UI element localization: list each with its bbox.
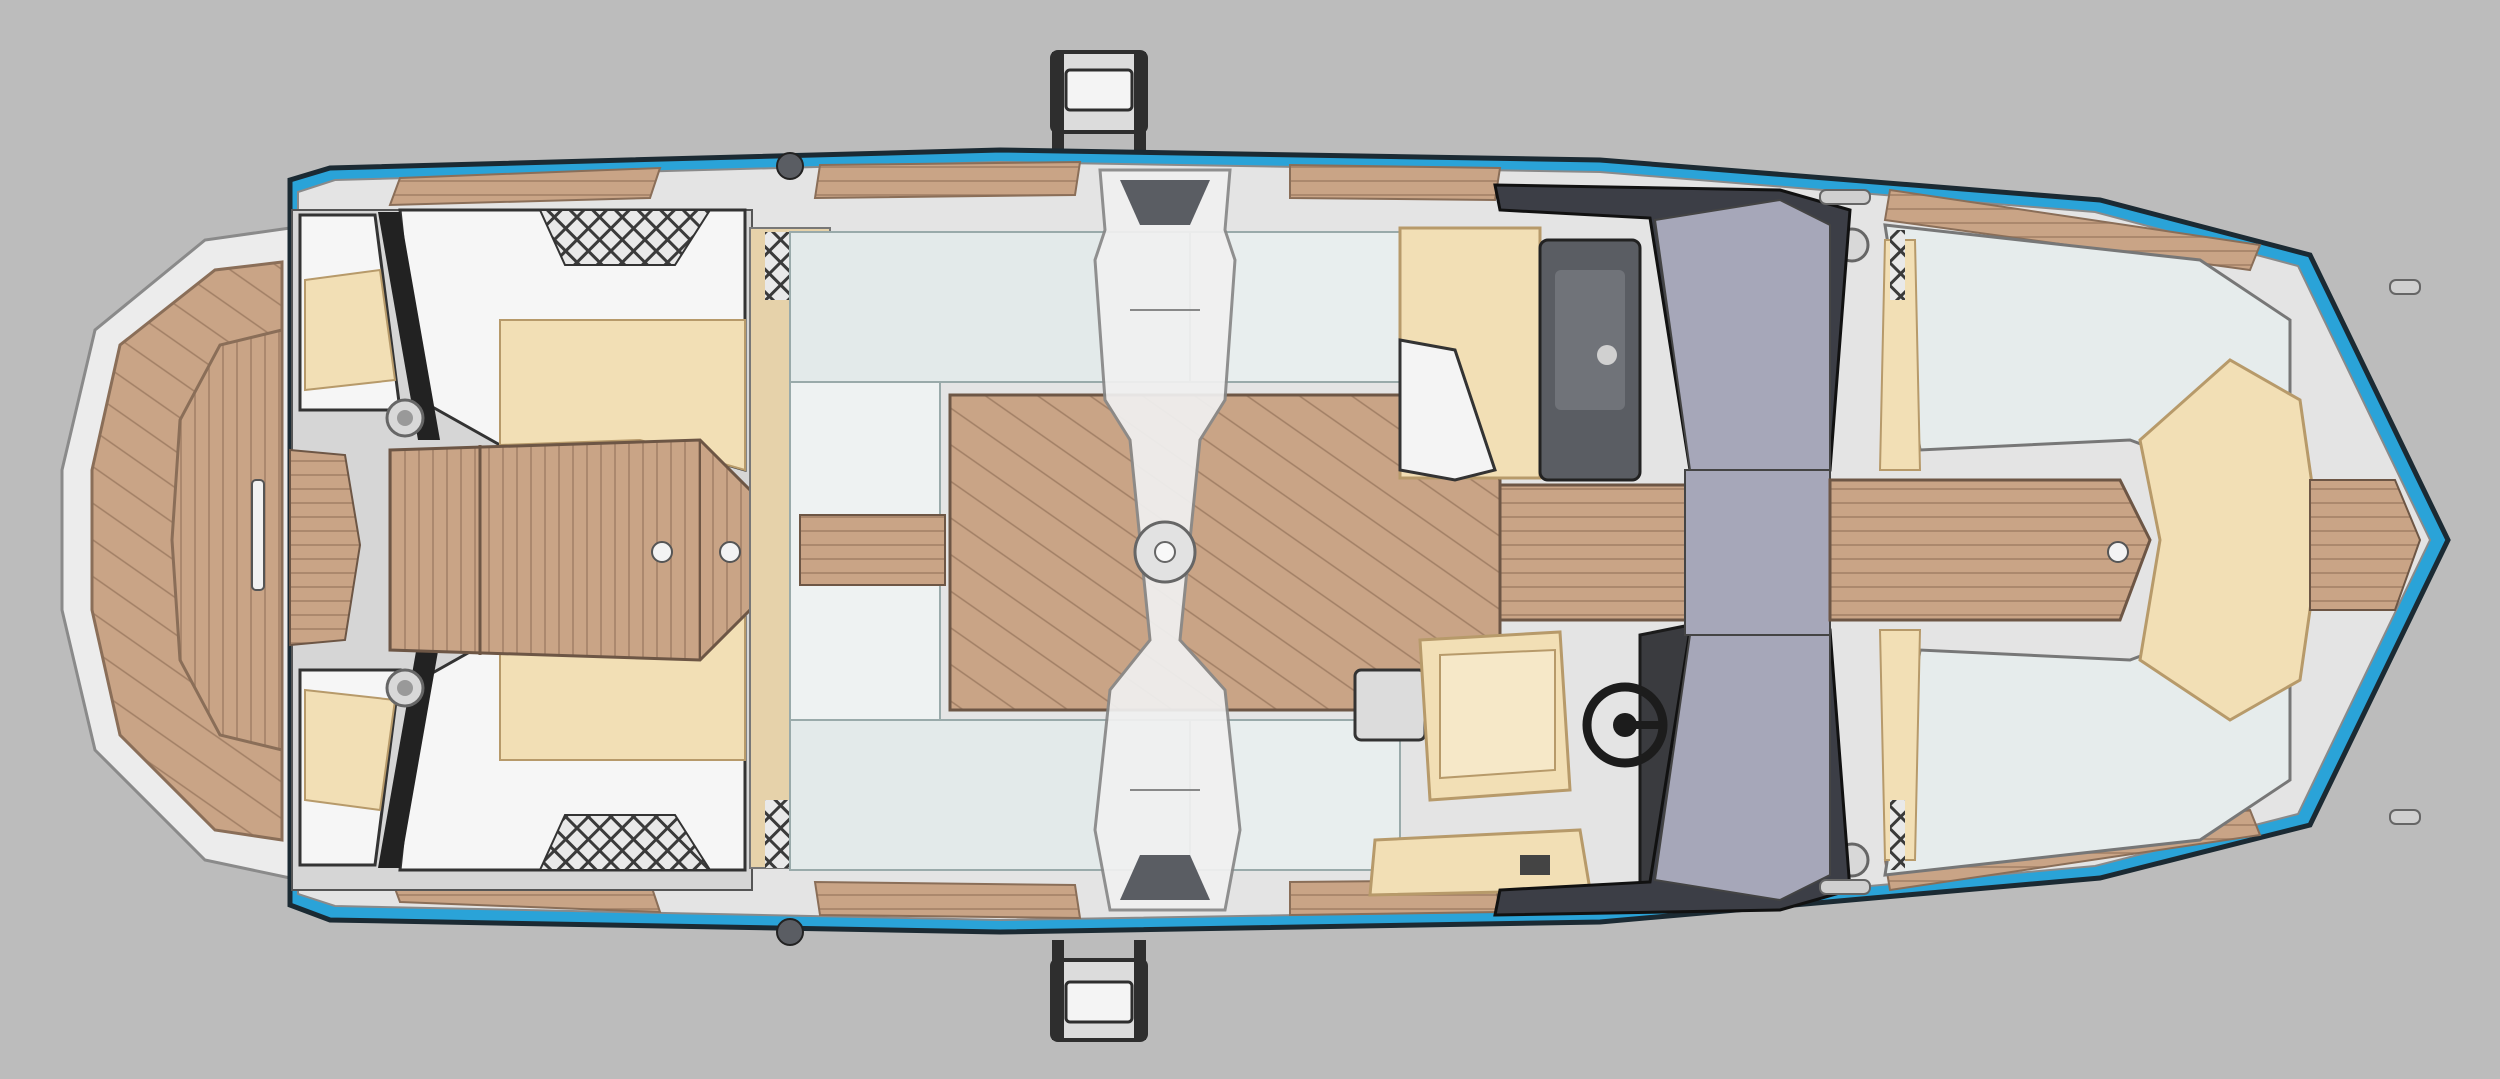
rear-sun-pad bbox=[289, 448, 362, 647]
bow-walkway bbox=[1828, 478, 2422, 622]
swim-platform bbox=[60, 226, 292, 880]
engine-hatch bbox=[388, 438, 762, 662]
bow-seating bbox=[1878, 223, 2322, 877]
tower-board-rack-starboard bbox=[1050, 940, 1148, 1042]
tower-board-rack-port bbox=[1050, 50, 1148, 152]
wake-tower bbox=[1093, 168, 1242, 912]
steering-wheel bbox=[1582, 682, 1668, 768]
windshield bbox=[1493, 183, 1852, 917]
helm-seat bbox=[1353, 630, 1592, 897]
observer-console bbox=[1398, 226, 1642, 482]
cleats bbox=[776, 152, 2421, 946]
rear-lounge bbox=[291, 208, 753, 891]
